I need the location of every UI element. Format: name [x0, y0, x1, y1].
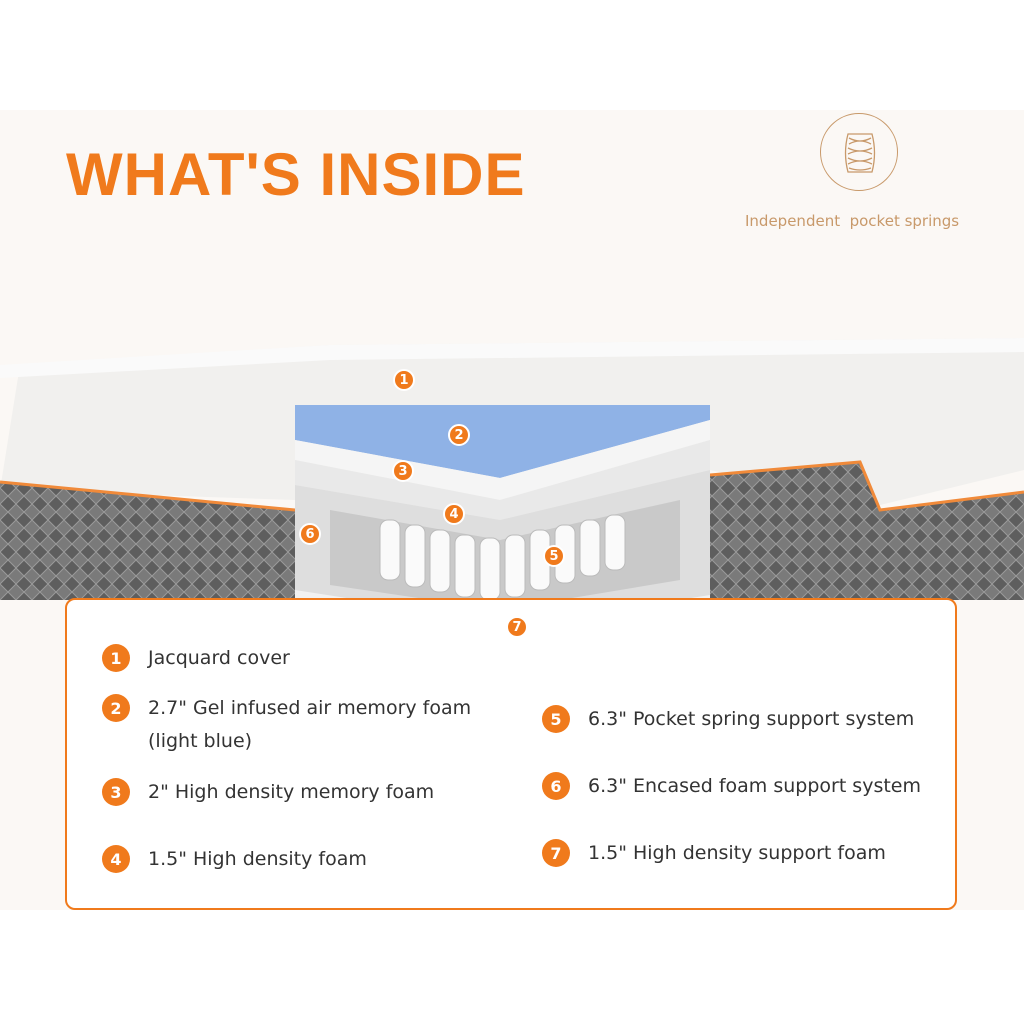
legend-text: 2.7" Gel infused air memory foam (light … [148, 697, 472, 752]
pocket-spring-caption: Independent pocket springs [745, 212, 960, 230]
legend-text: 1.5" High density foam [148, 848, 367, 870]
legend-item: 1 Jacquard cover [102, 642, 290, 675]
legend-number: 1 [102, 644, 130, 672]
legend-number: 6 [542, 772, 570, 800]
marker-6: 6 [299, 523, 321, 545]
legend-text: 1.5" High density support foam [588, 842, 886, 864]
legend-box: 1 Jacquard cover 2 2.7" Gel infused air me… [65, 598, 957, 910]
marker-1: 1 [393, 369, 415, 391]
marker-2: 2 [448, 424, 470, 446]
legend-text: 6.3" Encased foam support system [588, 775, 922, 797]
legend-number: 4 [102, 845, 130, 873]
legend-number: 7 [542, 839, 570, 867]
legend-item: 3 2" High density memory foam [102, 776, 434, 809]
legend-text: 6.3" Pocket spring support system [588, 708, 915, 730]
legend-item: 4 1.5" High density foam [102, 843, 367, 876]
pocket-spring-icon [820, 113, 898, 191]
legend-item: 2 2.7" Gel infused air memory foam (light… [102, 692, 482, 758]
legend-number: 2 [102, 694, 130, 722]
legend-number: 5 [542, 705, 570, 733]
marker-3: 3 [392, 460, 414, 482]
page-title: WHAT'S INSIDE [66, 141, 526, 208]
legend-number: 3 [102, 778, 130, 806]
legend-text: 2" High density memory foam [148, 781, 435, 803]
legend-item: 6 6.3" Encased foam support system [542, 770, 921, 803]
marker-5: 5 [543, 545, 565, 567]
legend-item: 7 1.5" High density support foam [542, 837, 886, 870]
legend-text: Jacquard cover [148, 647, 290, 669]
marker-4: 4 [443, 503, 465, 525]
marker-7: 7 [506, 616, 528, 638]
legend-item: 5 6.3" Pocket spring support system [542, 703, 914, 736]
